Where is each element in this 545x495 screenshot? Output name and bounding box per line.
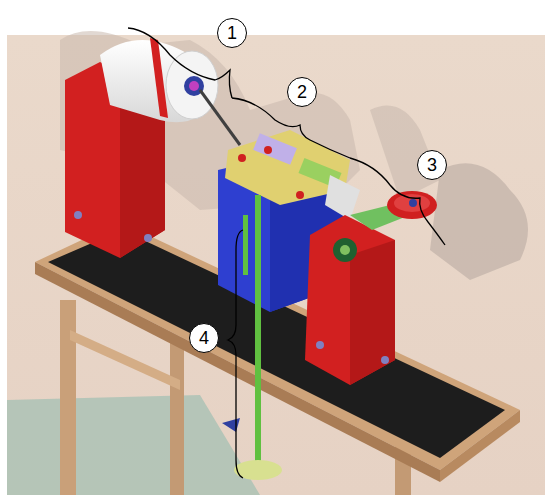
bolt [264,146,272,154]
bearing [340,245,350,255]
green-rod [243,215,248,275]
handwheel [387,191,437,219]
motor-hub [189,81,199,91]
bolt [238,154,246,162]
brace [128,28,232,98]
pedestal-side [350,240,395,385]
brace [232,98,350,158]
bolt [381,356,389,364]
green-shaft [255,195,261,475]
brace [228,230,243,478]
callout-number: 2 [287,77,317,107]
callout-number: 1 [217,18,247,48]
pedestal [305,215,395,385]
bolt [296,191,304,199]
top-block [253,133,297,165]
bolt [316,341,324,349]
bolt [74,211,82,219]
table-leg [60,300,76,495]
wall-shadow [430,163,528,280]
motor-face [166,51,218,119]
lever [222,418,240,432]
callout-number: 4 [189,323,219,353]
coupling [325,175,360,220]
callout-number: 3 [417,150,447,180]
bearing [333,238,357,262]
table-leg [170,340,184,495]
bolt [144,234,152,242]
handwheel [394,194,430,212]
floor [7,395,260,495]
handwheel-hub [409,199,417,207]
